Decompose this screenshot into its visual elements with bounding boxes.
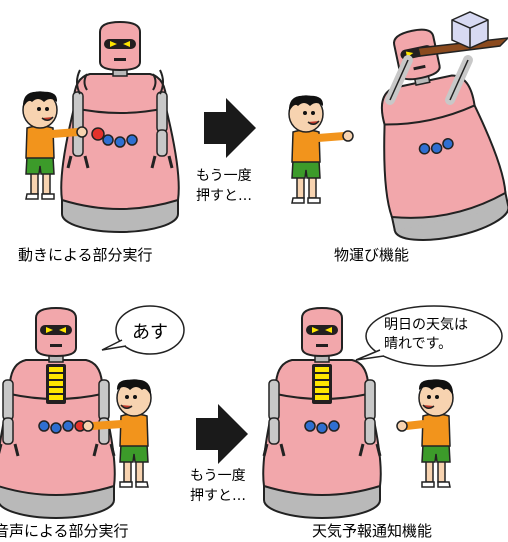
robot-voice xyxy=(0,307,116,519)
arrow-right-icon xyxy=(196,404,248,464)
robot-motion xyxy=(60,21,180,233)
panel-carry xyxy=(288,11,508,250)
panel-voice xyxy=(0,305,185,519)
arrow-label-line: もう一度 xyxy=(196,168,252,184)
speech-line: 明日の天気は xyxy=(384,317,468,333)
robot-carry xyxy=(353,17,508,250)
boy-voice xyxy=(82,378,152,488)
panel-motion xyxy=(22,21,180,233)
robot-weather xyxy=(262,307,382,519)
tray-with-box xyxy=(417,11,508,57)
arrow-label-line: もう一度 xyxy=(190,468,246,484)
speech-line: 晴れです。 xyxy=(384,336,453,352)
arrow-label: もう一度 押すと… xyxy=(196,166,252,206)
caption-carry: 物運び機能 xyxy=(334,246,410,264)
boy-motion xyxy=(22,90,88,200)
caption-voice: 音声による部分実行 xyxy=(0,522,129,540)
arrow-label-line: 押すと… xyxy=(190,488,246,504)
panel-weather xyxy=(262,305,503,519)
caption-motion: 動きによる部分実行 xyxy=(18,246,153,264)
boy-carry xyxy=(288,94,354,204)
arrow-right-icon xyxy=(204,98,256,158)
boy-weather xyxy=(396,378,454,488)
caption-weather: 天気予報通知機能 xyxy=(312,522,433,540)
speech-text-weather: 明日の天気は 晴れです。 xyxy=(384,316,468,354)
speech-bubble xyxy=(355,305,503,367)
arrow-label-line: 押すと… xyxy=(196,188,252,204)
speech-bubble xyxy=(101,305,185,355)
speech-text-voice: あす xyxy=(132,322,168,343)
arrow-label: もう一度 押すと… xyxy=(190,466,246,506)
